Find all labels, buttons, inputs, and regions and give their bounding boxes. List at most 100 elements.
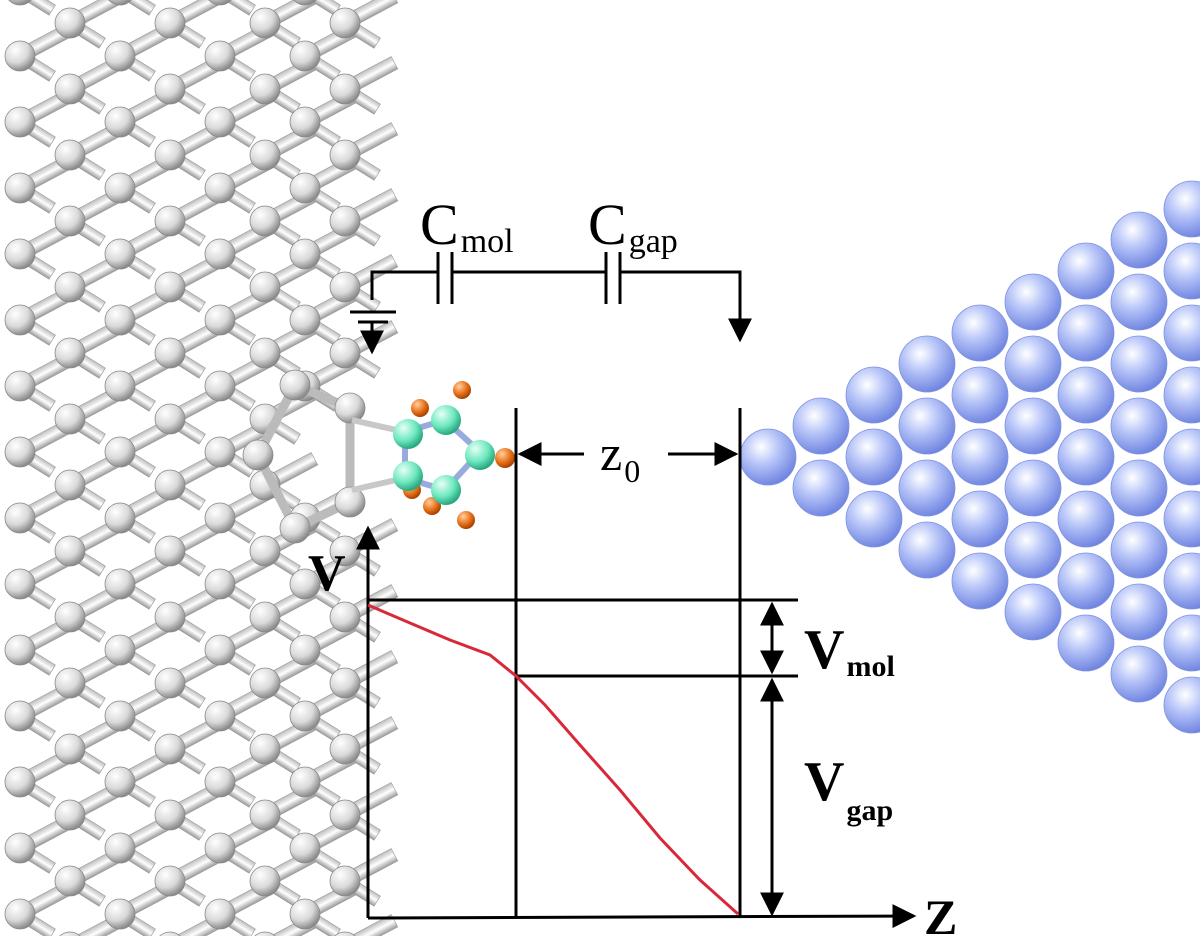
nanotube-atom [104, 172, 136, 204]
nanotube-atom [249, 337, 281, 369]
nanotube-atom [204, 700, 236, 732]
tip-atom [1004, 397, 1062, 455]
tip-atom [739, 428, 797, 486]
nanotube-atom [154, 535, 186, 567]
tip-atom [845, 490, 903, 548]
nanotube-atom [329, 733, 361, 765]
nanotube-atom [104, 634, 136, 666]
tip-atom [1004, 521, 1062, 579]
nanotube-atom [4, 766, 36, 798]
v-mol-label: Vmol [804, 619, 895, 683]
nanotube-atom [334, 392, 366, 424]
nanotube-atom [4, 172, 36, 204]
potential-diagram [356, 408, 917, 929]
nanotube-atom [4, 304, 36, 336]
molecule-carbon-atom [393, 461, 423, 491]
nanotube-atom [4, 370, 36, 402]
nanotube-atom [159, 931, 181, 936]
tip-atom [1163, 304, 1200, 362]
nanotube-atom [54, 403, 86, 435]
c-gap-label: Cgap [588, 192, 678, 260]
nanotube-atom [329, 271, 361, 303]
stm-tip [739, 180, 1200, 734]
tip-atom [1163, 366, 1200, 424]
potential-curve [367, 603, 740, 916]
nanotube-atom [104, 700, 136, 732]
nanotube-atom [242, 439, 274, 471]
tip-atom [1110, 397, 1168, 455]
molecule-hydrogen-atom [453, 381, 471, 399]
tip-atom [1110, 211, 1168, 269]
nanotube-atom [59, 931, 81, 936]
tip-atom [1163, 180, 1200, 238]
nanotube-atom [279, 512, 311, 544]
nanotube-bond [213, 0, 256, 16]
ground-icon [350, 310, 396, 355]
nanotube-atom [204, 40, 236, 72]
tip-atom [898, 335, 956, 393]
tip-atom [1057, 614, 1115, 672]
nanotube-atom [54, 799, 86, 831]
nanotube-atom [154, 667, 186, 699]
nanotube-atom [4, 40, 36, 72]
nanotube-atom [249, 73, 281, 105]
nanotube-atom [104, 436, 136, 468]
v-gap-label: Vgap [804, 751, 893, 827]
nanotube-atom [54, 865, 86, 897]
nanotube-atom [104, 766, 136, 798]
nanotube-atom [289, 898, 321, 930]
capacitor-icon [436, 252, 454, 304]
nanotube-atom [54, 733, 86, 765]
c-mol-label: Cmol [420, 192, 514, 260]
molecule-carbon-atom [431, 405, 461, 435]
nanotube-atom [329, 535, 361, 567]
nanotube-atom [204, 172, 236, 204]
nanotube-atom [204, 436, 236, 468]
nanotube-atom [289, 568, 321, 600]
carbon-nanotube [4, 0, 399, 936]
nanotube-atom [254, 931, 276, 936]
tip-atom [1163, 490, 1200, 548]
nanotube-bond [13, 0, 56, 16]
nanotube-atom [54, 139, 86, 171]
tip-atom [1110, 645, 1168, 703]
nanotube-atom [8, 0, 32, 6]
nanotube-atom [154, 799, 186, 831]
nanotube-atom [154, 337, 186, 369]
tip-atom [1163, 614, 1200, 672]
nanotube-atom [204, 634, 236, 666]
nanotube-atom [54, 205, 86, 237]
tip-atom [1057, 552, 1115, 610]
tip-atom [1163, 676, 1200, 734]
tip-atom [1057, 490, 1115, 548]
tip-atom [1163, 428, 1200, 486]
tip-atom [1110, 459, 1168, 517]
nanotube-atom [4, 832, 36, 864]
molecule-hydrogen-atom [457, 511, 475, 529]
nanotube-atom [154, 733, 186, 765]
nanotube-atom [329, 73, 361, 105]
tip-atom [792, 459, 850, 517]
nanotube-atom [249, 271, 281, 303]
nanotube-atom [204, 568, 236, 600]
nanotube-atom [249, 205, 281, 237]
tip-atom [1004, 583, 1062, 641]
molecule-hydrogen-atom [411, 399, 429, 417]
nanotube-atom [249, 733, 281, 765]
tip-atom [1057, 304, 1115, 362]
nanotube-atom [289, 304, 321, 336]
nanotube-atom [54, 337, 86, 369]
nanotube-atom [329, 205, 361, 237]
nanotube-atom [54, 73, 86, 105]
tip-atom [898, 397, 956, 455]
nanotube-atom [104, 898, 136, 930]
nanotube-atom [249, 667, 281, 699]
molecule-carbon-atom [393, 419, 423, 449]
nanotube-atom [293, 0, 317, 6]
nanotube-atom [154, 469, 186, 501]
nanotube-atom [249, 601, 281, 633]
z-axis [367, 904, 917, 929]
nanotube-atom [104, 568, 136, 600]
z-axis-label: Z [924, 889, 957, 936]
nanotube-atom [204, 898, 236, 930]
